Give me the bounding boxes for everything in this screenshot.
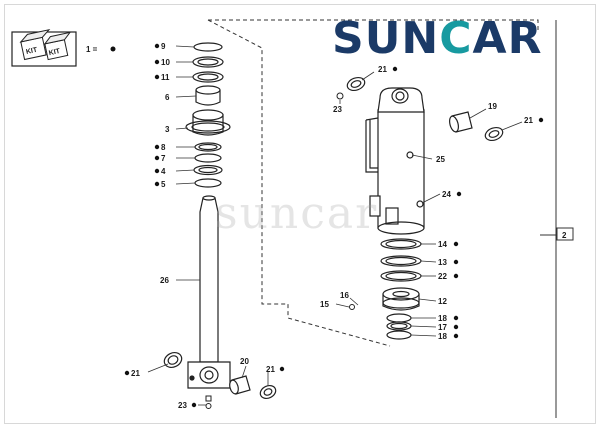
part-label-18-lower: 18 <box>438 332 447 341</box>
kit-box-icon-2: KIT <box>43 31 72 61</box>
part-label-13: 13 <box>438 258 447 267</box>
piston-rings-lower <box>386 313 412 340</box>
assembly-boundary <box>207 19 557 418</box>
part-label-21-top: 21 <box>378 65 387 74</box>
brand-logo-part-2: C <box>439 12 473 64</box>
piston-rod-26 <box>187 195 231 389</box>
left-rings-lower <box>193 142 223 188</box>
grease-nipple-23-lower <box>205 395 212 409</box>
screw-15 <box>349 304 355 310</box>
part-labels: 9 10 11 6 3 8 7 4 5 26 21 20 21 23 21 23… <box>124 42 544 410</box>
cylinder-tube <box>365 87 425 235</box>
watermark-text: suncar <box>215 188 379 239</box>
part-label-16: 16 <box>340 291 349 300</box>
part-label-15: 15 <box>320 300 329 309</box>
brand-logo-part-1: SUN <box>332 12 440 64</box>
part-label-26: 26 <box>160 276 169 285</box>
part-label-19: 19 <box>488 102 497 111</box>
kit-equals-label: 1 = <box>86 45 98 54</box>
bushing-21-left <box>163 352 183 368</box>
part-label-25: 25 <box>436 155 445 164</box>
part-label-6: 6 <box>165 93 170 102</box>
bushing-19 <box>449 111 473 133</box>
part-label-8: 8 <box>161 143 166 152</box>
assembly-ref-box <box>556 227 574 241</box>
part-label-23-bottom: 23 <box>178 401 187 410</box>
bushing-21-top <box>346 76 366 92</box>
part-label-9: 9 <box>161 42 166 51</box>
part-label-21-left: 21 <box>131 369 140 378</box>
gland-part-3 <box>185 109 231 136</box>
bushing-20 <box>229 375 251 395</box>
part-label-20: 20 <box>240 357 249 366</box>
part-label-3: 3 <box>165 125 170 134</box>
part-label-17: 17 <box>438 323 447 332</box>
part-label-4: 4 <box>161 167 166 176</box>
brand-logo-part-3: AR <box>472 12 543 64</box>
part-label-23-top: 23 <box>333 105 342 114</box>
kit-legend: KIT KIT 1 = <box>11 29 116 67</box>
part-label-14: 14 <box>438 240 447 249</box>
kit-text-1: KIT <box>25 47 38 56</box>
right-seal-stack <box>380 238 422 282</box>
diagram-frame <box>4 4 596 424</box>
part-label-12: 12 <box>438 297 447 306</box>
part-label-11: 11 <box>161 73 170 82</box>
part-label-10: 10 <box>161 58 170 67</box>
kit-box-icon: KIT <box>19 29 51 61</box>
part-label-7: 7 <box>161 154 166 163</box>
part-label-24: 24 <box>442 190 451 199</box>
kit-text-2: KIT <box>48 48 61 57</box>
left-seal-stack <box>192 42 224 106</box>
kit-marker-dot <box>110 46 116 52</box>
part-label-22: 22 <box>438 272 447 281</box>
bushing-21-right <box>484 126 504 142</box>
leader-lines <box>147 45 523 406</box>
piston-12 <box>382 287 420 311</box>
bushing-21-right-lower <box>259 384 277 400</box>
part-label-5: 5 <box>161 180 166 189</box>
assembly-ref-label: 2 <box>562 231 567 240</box>
part-label-21-right: 21 <box>524 116 533 125</box>
part-label-18-upper: 18 <box>438 314 447 323</box>
part-label-21-bottom: 21 <box>266 365 275 374</box>
grease-nipple-23-top <box>336 92 344 100</box>
